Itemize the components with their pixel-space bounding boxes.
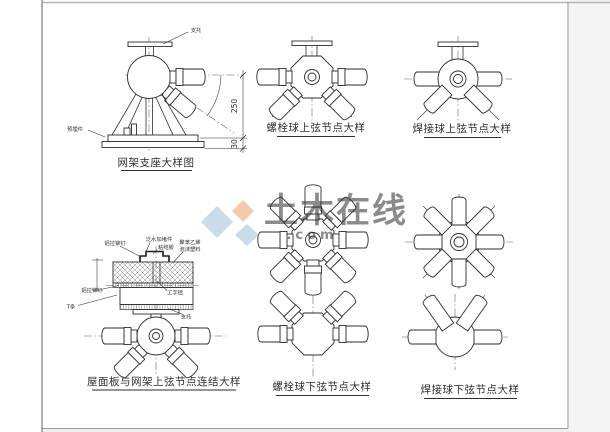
label-foam-2: 泡沫塑料 [179, 245, 201, 253]
label-rivet-left: 铝拉铆钉 [81, 286, 103, 294]
drawing-bolt-ball-upper: 螺栓球上弦节点大样 [256, 36, 368, 137]
watermark-logo-diamond-blue-2 [235, 224, 259, 246]
dim-30: 30 [230, 139, 239, 149]
label-embedded-part: 预埋件 [67, 125, 84, 133]
label-bracket-support: 支托 [191, 26, 202, 34]
cap-flashing [139, 250, 170, 262]
title-support-seat: 网架支座大样图 [118, 156, 195, 169]
title-roof-connection: 屋面板与网架上弦节点连结大样 [87, 375, 241, 388]
label-i-aluminum: 工字铝 [167, 289, 183, 297]
label-flashing: 泛水加堵件 [146, 235, 173, 243]
drawing-weld-ball-lower: 焊接球下弦节点大样 [402, 292, 520, 399]
sheet-frame [41, 0, 610, 432]
label-t-bar: T条 [66, 303, 76, 311]
title-weld-ball-upper: 焊接球上弦节点大样 [413, 122, 512, 135]
drawing-weld-ball-upper: 焊接球上弦节点大样 [404, 36, 512, 138]
watermark-domain-suffix: .com [286, 228, 337, 243]
drawing-support-seat: 250 30 支托 预埋件 网架支座大样图 [67, 26, 247, 171]
label-bracket-roof: 支托 [181, 313, 192, 321]
label-foam-1: 聚苯乙烯 [179, 238, 201, 246]
drawing-roof-panel-connection: 铝拉铆钉 泛水加堵件 粘结胶 聚苯乙烯 泡沫塑料 铝拉铆钉 工字铝 T条 支托 … [66, 235, 241, 391]
label-rivet-top: 铝拉铆钉 [104, 239, 126, 247]
watermark-logo-diamond-blue-1 [201, 206, 233, 238]
title-bolt-ball-lower: 螺栓球下弦节点大样 [273, 380, 372, 393]
label-glue: 粘结胶 [158, 243, 175, 251]
title-weld-ball-lower: 焊接球下弦节点大样 [421, 383, 520, 396]
dimension-lines: 250 30 [200, 70, 247, 153]
watermark: 土木在线 .com [201, 191, 408, 246]
drawing-bolt-ball-mid-node [257, 184, 369, 296]
drawing-weld-ball-mid-node [405, 194, 513, 290]
drawing-bolt-ball-lower: 螺栓球下弦节点大样 [257, 288, 372, 396]
dim-250: 250 [230, 99, 239, 114]
title-bolt-ball-upper: 螺栓球上弦节点大样 [267, 121, 366, 134]
watermark-brand-text: 土木在线 [264, 191, 408, 231]
watermark-logo-diamond-orange [232, 200, 254, 222]
